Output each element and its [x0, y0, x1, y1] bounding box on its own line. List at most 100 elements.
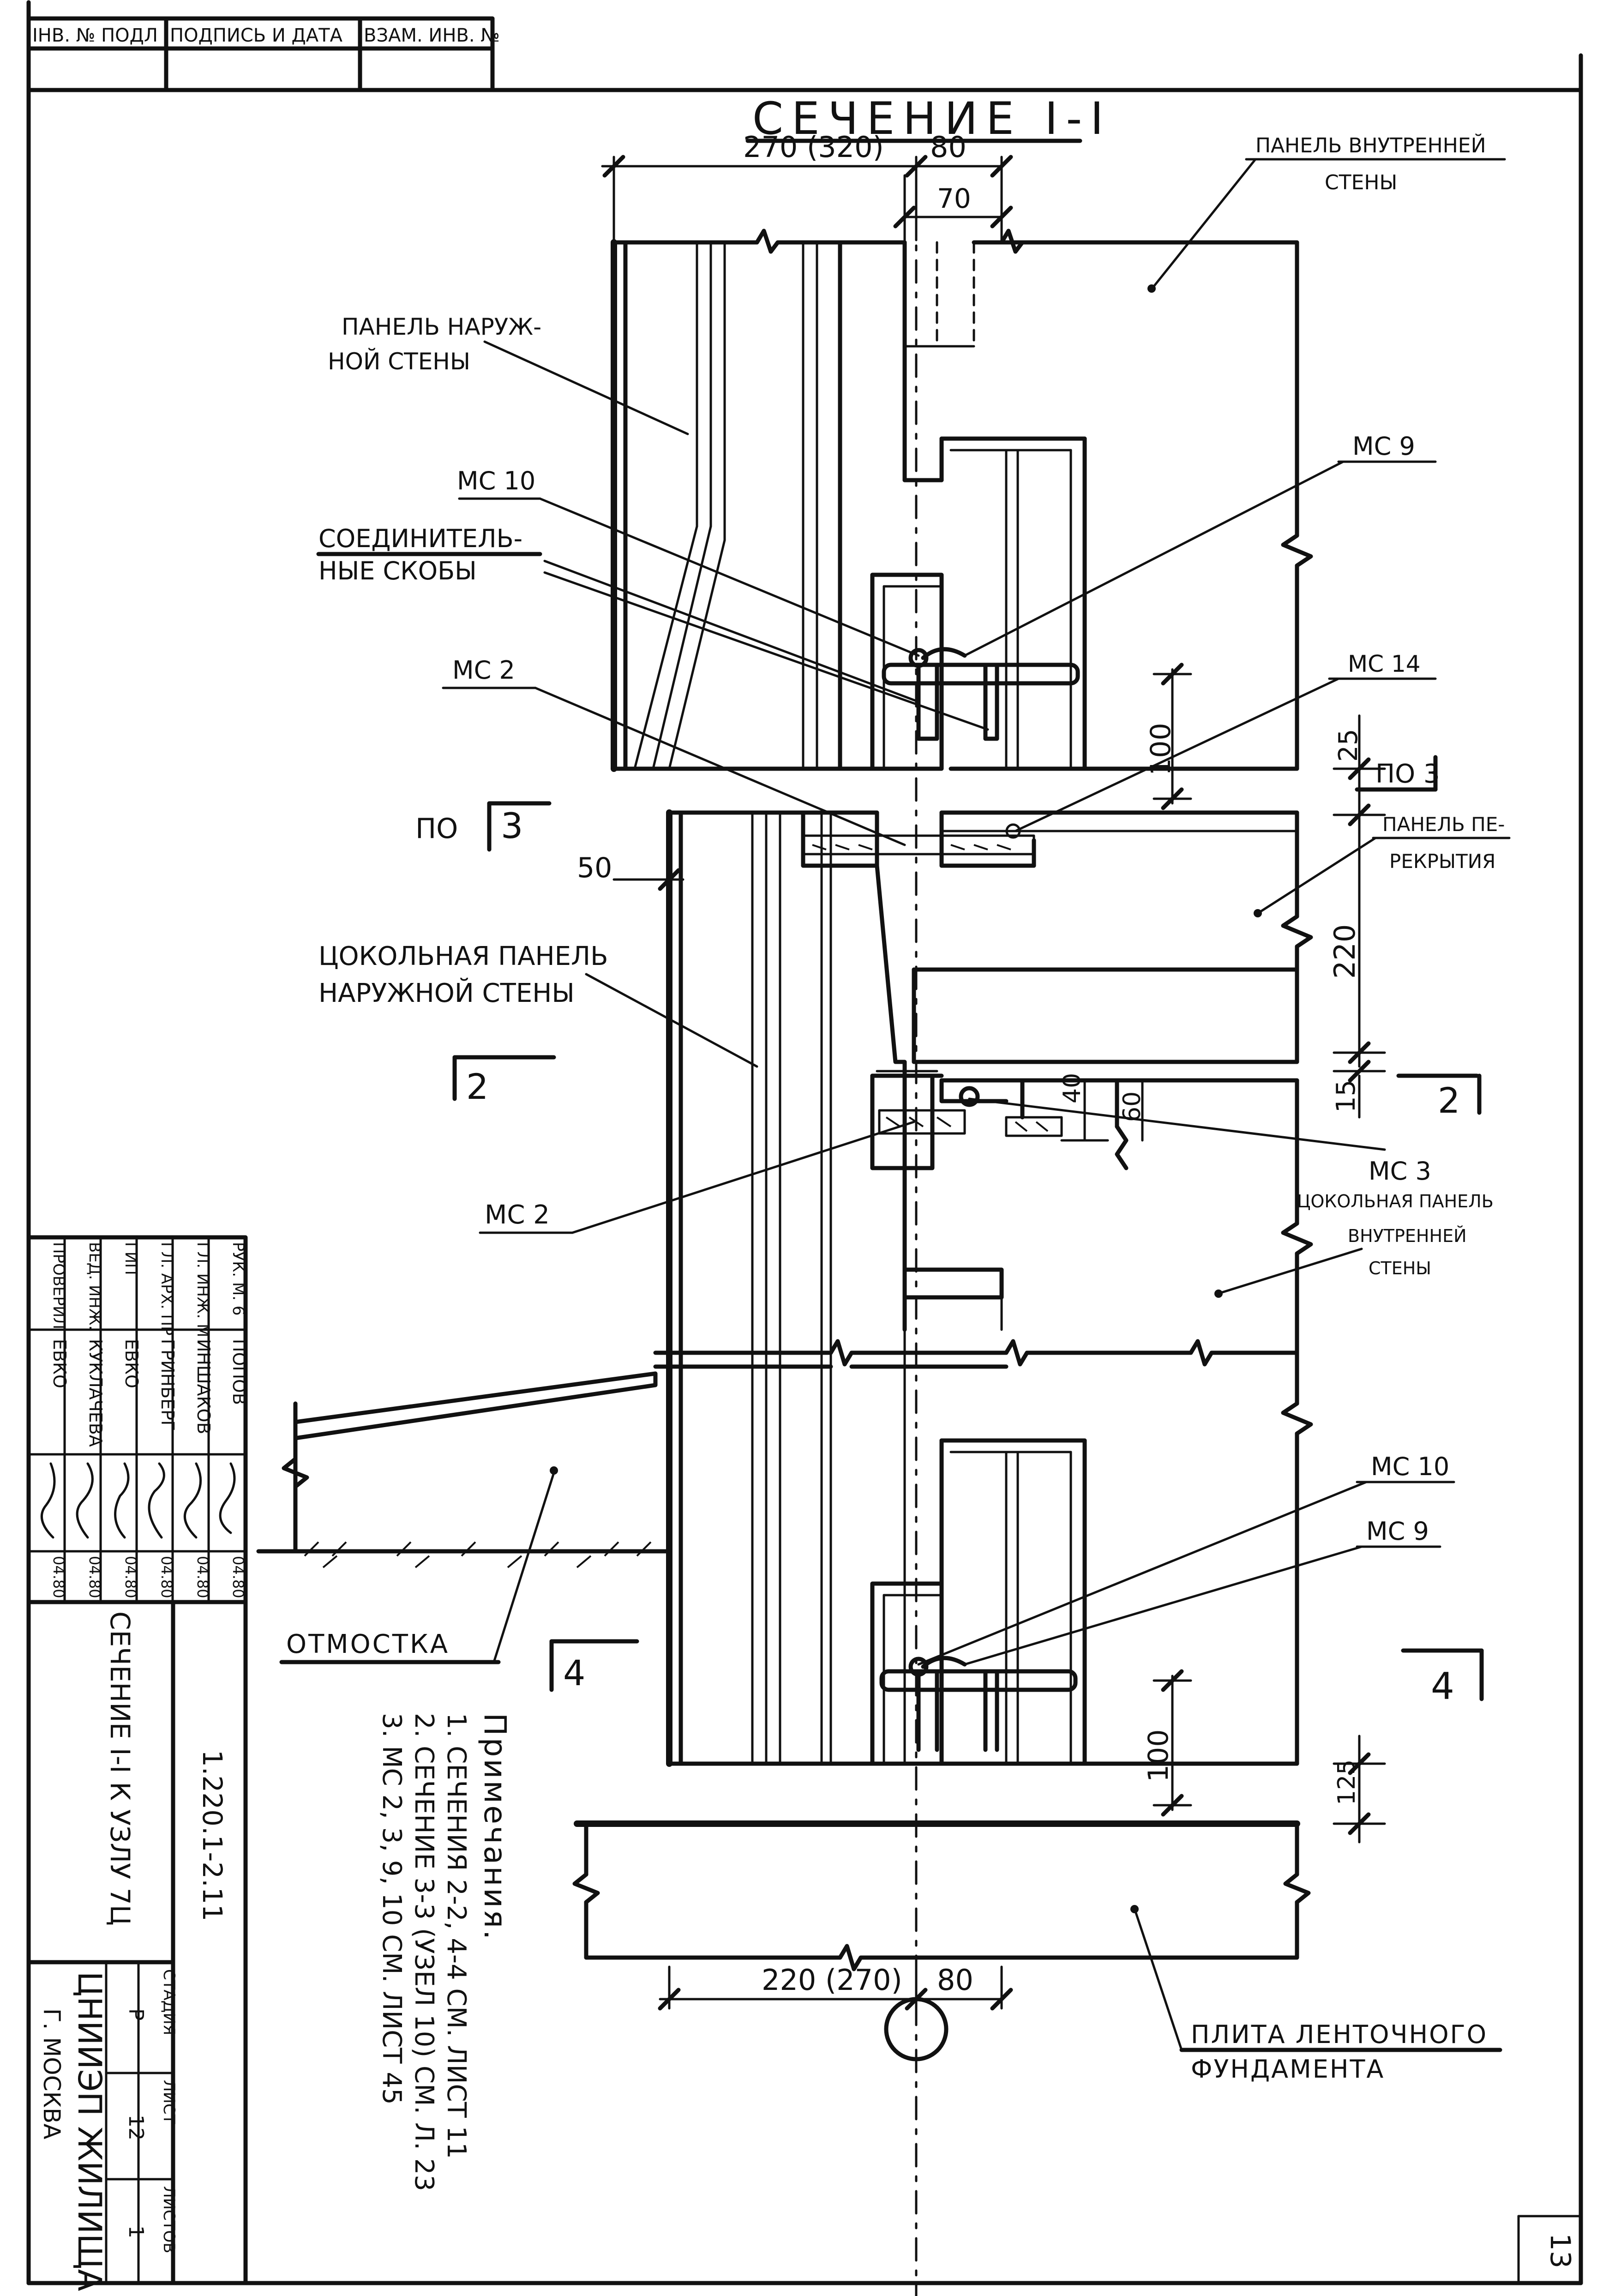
mc2-mid-text: МС 2: [485, 1200, 550, 1230]
tb-sheets: 1: [124, 2225, 148, 2238]
section-marker-4-right: 4: [1401, 1648, 1484, 1708]
connectors-line2: НЫЕ СКОБЫ: [318, 556, 477, 585]
label-mc10-bottom: МС 10: [917, 1452, 1455, 1666]
section-marker-2-left: 2: [452, 1055, 556, 1107]
title-block-signatures: [40, 1462, 236, 1539]
tb-sheet-label: ЛИСТ: [160, 2080, 178, 2124]
dim-h220: 220: [1328, 924, 1362, 979]
dim-50-marker: 50: [577, 852, 684, 891]
mc14-text: МС 14: [1348, 651, 1421, 677]
blind-area-text: ОТМОСТКА: [286, 1629, 450, 1659]
label-mc9-top: МС 9: [963, 432, 1437, 657]
dim-h25-bottom: 125: [1333, 1760, 1361, 1805]
section-4-right-num: 4: [1431, 1665, 1454, 1708]
dim-h50: 50: [577, 852, 612, 884]
tb-date-3: 04.80: [158, 1556, 175, 1598]
upper-connector-brackets: [882, 647, 1080, 741]
section-marker-3-left: ПО 3: [415, 801, 552, 852]
section-3-left-prefix: ПО: [415, 813, 458, 845]
tb-name-5: КУКЛАЧЕВА: [85, 1339, 106, 1447]
notes-block: Примечания. 1. СЕЧЕНИЯ 2-2, 4-4 СМ. ЛИСТ…: [377, 1713, 513, 2191]
dim-h15: 15: [1331, 1080, 1361, 1113]
foundation-line1: ПЛИТА ЛЕНТОЧНОГО: [1191, 2020, 1488, 2049]
section-2-right-num: 2: [1438, 1080, 1460, 1121]
mc10-bottom-text: МС 10: [1371, 1452, 1449, 1481]
label-mc2-mid: МС 2: [479, 1121, 915, 1234]
dim-h100-bottom: 100: [1142, 1729, 1175, 1782]
tb-name-6: ЕВКО: [49, 1339, 70, 1388]
tb-city: Г. МОСКВА: [38, 2008, 65, 2139]
foundation-line2: ФУНДАМЕНТА: [1191, 2055, 1385, 2084]
tb-date-6: 04.80: [50, 1556, 67, 1598]
notes-item-2: 2. СЕЧЕНИЕ 3-3 (УЗЕЛ 10) СМ. Л. 23: [409, 1713, 439, 2191]
label-mc2-top: МС 2: [442, 656, 906, 846]
label-foundation: ПЛИТА ЛЕНТОЧНОГО ФУНДАМЕНТА: [1130, 1905, 1502, 2084]
section-2-left-num: 2: [466, 1066, 488, 1107]
floor-panel-line1: ПАНЕЛЬ ПЕ-: [1382, 813, 1505, 836]
tb-doc-code: 1.220.1-2.11: [197, 1750, 228, 1921]
mc10-top-text: МС 10: [457, 466, 535, 495]
tb-name-1: ПОПОВ: [229, 1339, 249, 1405]
title-block-names: ПОПОВ ИНШАКОВ ГРИНБЕРГ ЕВКО КУКЛАЧЕВА ЕВ…: [49, 1339, 249, 1447]
label-plinth-inner: ЦОКОЛЬНАЯ ПАНЕЛЬ ВНУТРЕННЕЙ СТЕНЫ: [1214, 1191, 1494, 1298]
label-outer-wall-panel: ПАНЕЛЬ НАРУЖ- НОЙ СТЕНЫ: [328, 313, 689, 435]
tb-stage-label: СТАДИЯ: [160, 1969, 178, 2035]
tb-role-4: ГИП: [121, 1242, 140, 1275]
dim-top-inner: 70: [937, 183, 971, 214]
page-number: 13: [1544, 2233, 1576, 2268]
dim-h25-top: 25: [1333, 729, 1363, 762]
tb-sheet-name: СЕЧЕНИЕ I-I К УЗЛУ 7Ц: [104, 1611, 136, 1926]
dim-bottom-wall: 220 (270): [762, 1963, 902, 1997]
foundation-slab: [572, 1820, 1311, 1971]
top-dimensions: 270 (320) 80 70: [601, 130, 1013, 260]
title-block-dates: 04.80 04.80 04.80 04.80 04.80 04.80: [50, 1556, 247, 1598]
label-plinth-outer: ЦОКОЛЬНАЯ ПАНЕЛЬ НАРУЖНОЙ СТЕНЫ: [318, 941, 758, 1068]
tb-date-5: 04.80: [86, 1556, 103, 1598]
label-mc3: МС 3: [968, 1097, 1431, 1186]
top-stamp: ІНВ. № ПОДЛ ПОДПИСЬ И ДАТА ВЗАМ. ИНВ. №: [26, 16, 500, 92]
outer-wall-label-line2: НОЙ СТЕНЫ: [328, 348, 470, 375]
label-inner-wall-panel: ПАНЕЛЬ ВНУТРЕННЕЙ СТЕНЫ: [1147, 133, 1506, 293]
plinth-inner-line1: ЦОКОЛЬНАЯ ПАНЕЛЬ: [1297, 1191, 1494, 1211]
mc9-top-text: МС 9: [1352, 432, 1415, 461]
tb-role-3: ГЛ. АРХ. ПР: [157, 1242, 176, 1336]
inner-wall-label-line2: СТЕНЫ: [1325, 171, 1397, 194]
blind-area: [256, 1371, 672, 1568]
ground-level-line: [653, 1339, 1299, 1369]
label-connectors: СОЕДИНИТЕЛЬ- НЫЕ СКОБЫ: [316, 524, 989, 731]
drawing-title: СЕЧЕНИЕ I-I: [752, 93, 1112, 145]
connectors-line1: СОЕДИНИТЕЛЬ-: [318, 524, 522, 553]
inner-wall-label-line1: ПАНЕЛЬ ВНУТРЕННЕЙ: [1255, 133, 1486, 157]
section-4-left-num: 4: [563, 1652, 585, 1693]
notes-item-1: 1. СЕЧЕНИЯ 2-2, 4-4 СМ. ЛИСТ 11: [441, 1713, 471, 2159]
lower-right-dimensions: 100 125: [1142, 1669, 1386, 1844]
label-mc10-top: МС 10: [457, 466, 920, 657]
stamp-inv-label: ІНВ. № ПОДЛ: [32, 25, 158, 46]
bottom-dimensions: 220 (270) 80: [658, 1963, 1013, 2011]
title-block-stage: СТАДИЯ ЛИСТ ЛИСТОВ Р 12 1: [124, 1969, 178, 2254]
stamp-sign-label: ПОДПИСЬ И ДАТА: [170, 25, 343, 46]
label-floor-panel: ПАНЕЛЬ ПЕ- РЕКРЫТИЯ: [1254, 813, 1511, 917]
stamp-replace-label: ВЗАМ. ИНВ. №: [364, 25, 500, 46]
dim-top-wall: 270 (320): [743, 130, 884, 164]
notes-item-3: 3. МС 2, 3, 9, 10 СМ. ЛИСТ 45: [377, 1713, 407, 2105]
tb-role-1: РУК. М. 6: [229, 1242, 247, 1316]
tb-role-2: ГЛ. ИНЖ. М: [193, 1242, 212, 1338]
plinth-inner-wall: 40 60: [870, 1073, 1313, 1766]
dim-bottom-gap: 80: [937, 1963, 973, 1997]
section-marker-2-right: 2: [1396, 1073, 1482, 1121]
floor-panel-line2: РЕКРЫТИЯ: [1389, 850, 1495, 873]
tb-role-6: ПРОВЕРИЛ: [49, 1242, 68, 1329]
label-mc9-bottom: МС 9: [963, 1517, 1441, 1666]
tb-org: ЦНИИЭП ЖИЛИЩА: [71, 1971, 108, 2291]
mc3-text: МС 3: [1369, 1157, 1431, 1186]
notes-heading: Примечания.: [477, 1713, 513, 1941]
upper-outer-wall-panel: [611, 229, 907, 772]
plinth-outer-line2: НАРУЖНОЙ СТЕНЫ: [318, 978, 575, 1008]
upper-inner-wall-panel: [870, 229, 1313, 771]
tb-stage: Р: [124, 2008, 148, 2021]
section-marker-3-right: ПО 3: [1355, 755, 1440, 792]
upper-right-dimensions: 100 25 220 15: [1145, 663, 1386, 1119]
label-blind-area: ОТМОСТКА: [279, 1466, 558, 1664]
